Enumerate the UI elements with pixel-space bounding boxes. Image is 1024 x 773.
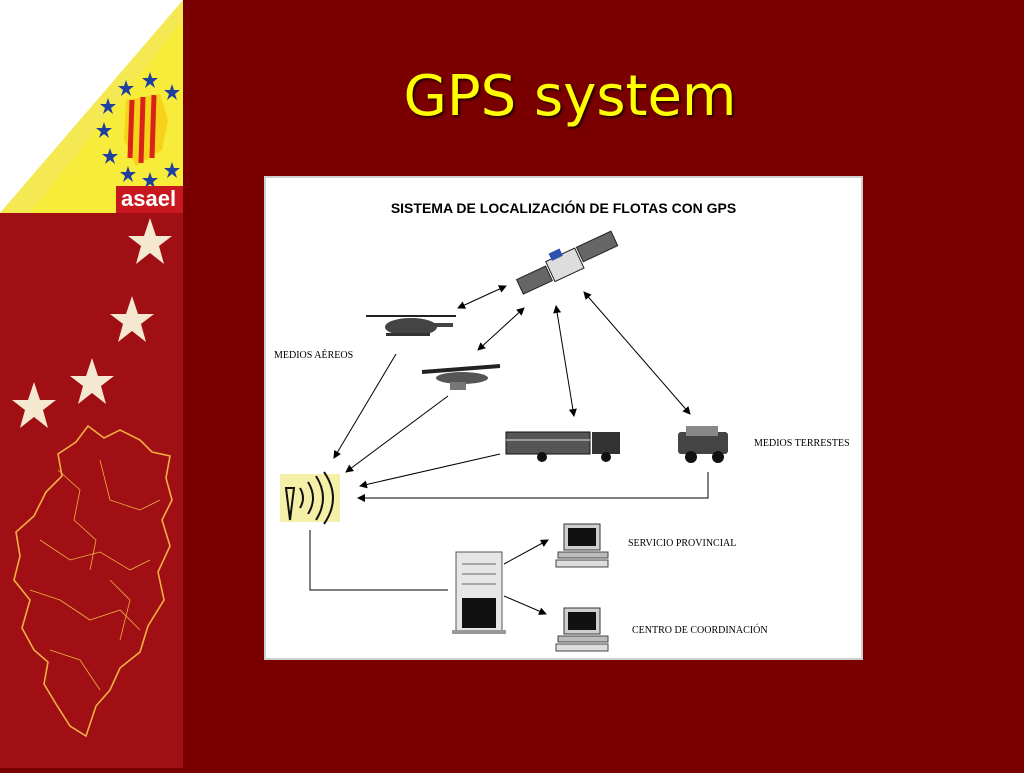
jeep-icon — [678, 426, 728, 463]
star-icon — [118, 80, 134, 96]
coordination-center-label: CENTRO DE COORDINACIÓN — [632, 625, 768, 636]
asael-logo: asael — [0, 0, 183, 213]
aragon-map-decoration — [12, 218, 173, 738]
diagram-graphics — [280, 230, 728, 652]
star-icon — [100, 98, 116, 114]
air-means-label: MEDIOS AÉREOS — [274, 350, 354, 361]
star-icon — [12, 382, 56, 428]
star-icon — [110, 296, 154, 342]
provincial-service-label: SERVICIO PROVINCIAL — [628, 538, 737, 549]
airplane-icon — [421, 364, 501, 390]
star-icon — [164, 84, 180, 100]
server-icon — [452, 551, 506, 634]
star-icon — [142, 172, 158, 188]
ground-means-label: MEDIOS TERRESTES — [754, 438, 850, 449]
star-icon — [120, 166, 136, 182]
region-map-outline — [13, 424, 173, 738]
star-icon — [128, 218, 172, 264]
antenna-icon — [280, 471, 340, 525]
helicopter-icon — [366, 315, 456, 336]
star-icon — [96, 122, 112, 138]
star-icon — [164, 162, 180, 178]
computer-icon — [555, 523, 609, 568]
satellite-icon — [515, 230, 619, 295]
gps-diagram: SISTEMA DE LOCALIZACIÓN DE FLOTAS CON GP… — [264, 176, 863, 660]
star-icon — [142, 72, 158, 88]
star-icon — [70, 358, 114, 404]
diagram-title: SISTEMA DE LOCALIZACIÓN DE FLOTAS CON GP… — [390, 200, 737, 216]
fire-truck-icon — [505, 431, 620, 462]
slide-title: GPS system — [403, 64, 737, 129]
star-icon — [102, 148, 118, 164]
logo-text: asael — [121, 186, 177, 211]
computer-icon — [555, 607, 609, 652]
